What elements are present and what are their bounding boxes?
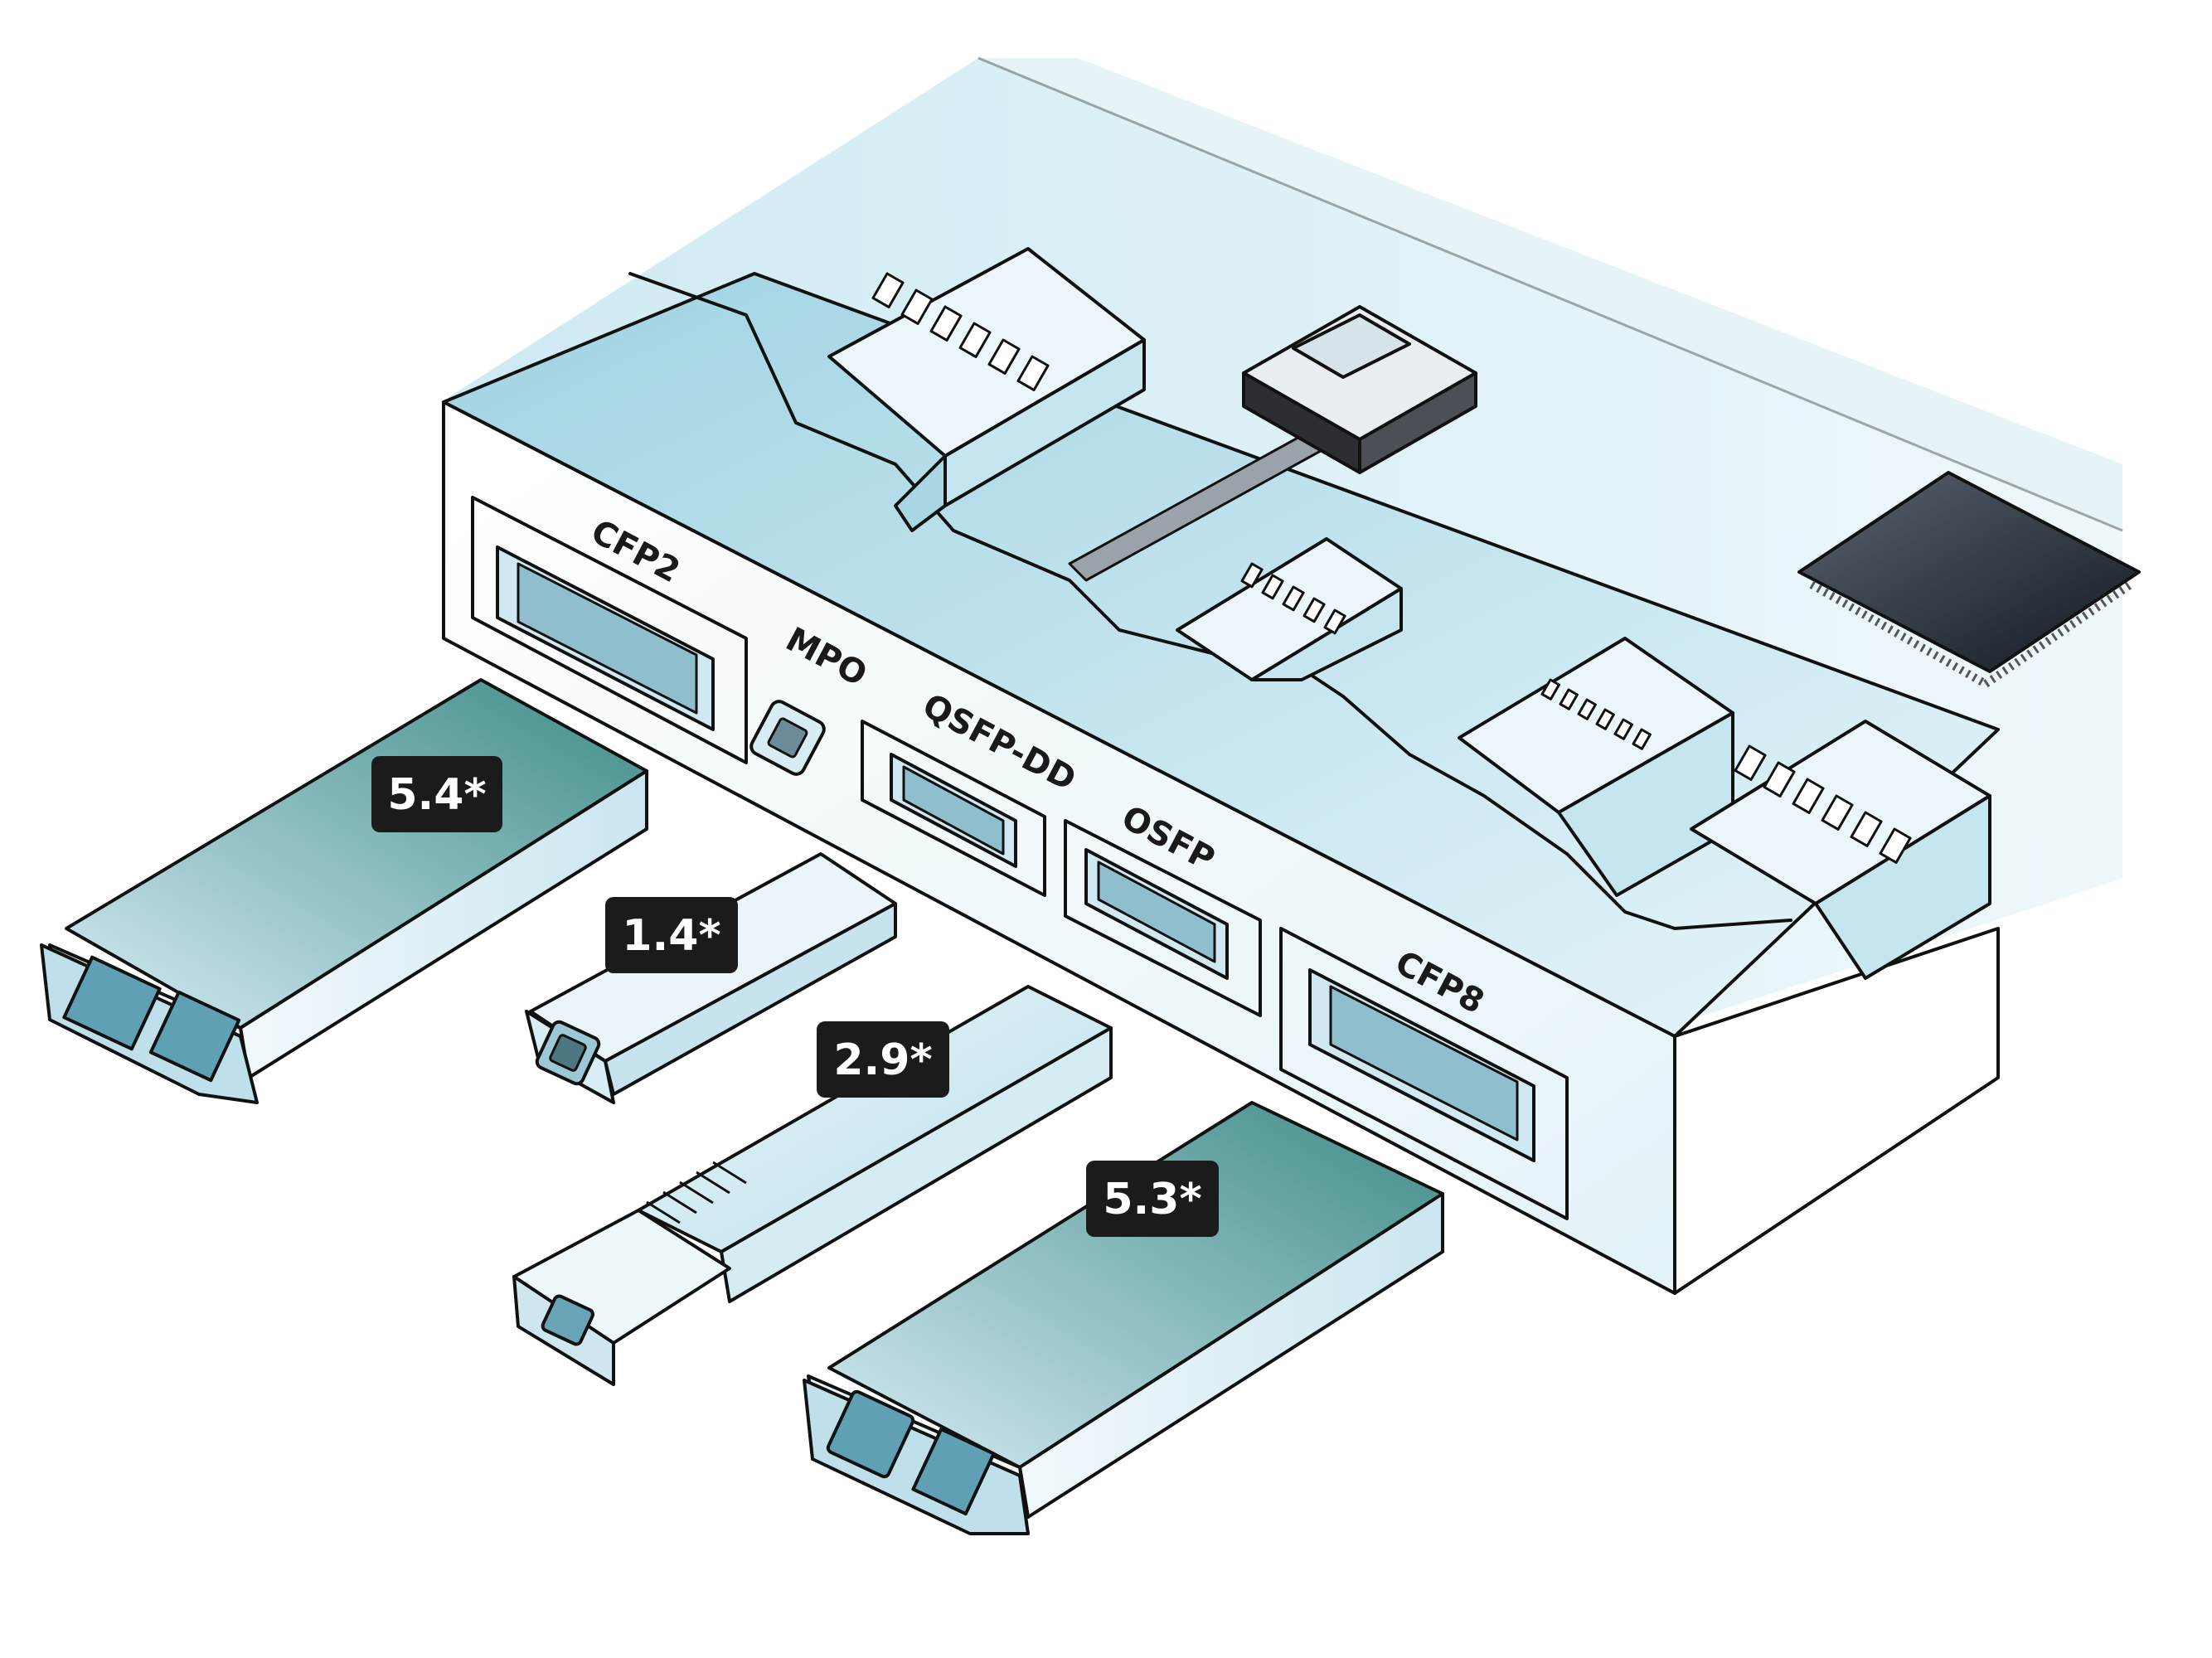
- ic-chip-icon: [1797, 471, 2141, 688]
- contact-pins: [1734, 744, 1912, 864]
- badge-text: 2.9*: [833, 1035, 932, 1085]
- cfp8-module[interactable]: [803, 1101, 1444, 1535]
- rear-cage-2: [1176, 537, 1403, 681]
- contact-pins: [871, 272, 1050, 391]
- qsfp-module[interactable]: [512, 985, 1113, 1386]
- badge-sfp-module: 1.4*: [605, 897, 738, 973]
- port-mpo[interactable]: [749, 699, 827, 778]
- contact-pins: [1540, 678, 1652, 750]
- badge-text: 1.4*: [622, 911, 720, 961]
- port-osfp[interactable]: [1064, 819, 1262, 1017]
- rear-cage-4: [1690, 720, 1991, 980]
- badge-qsfp-module: 2.9*: [817, 1021, 949, 1098]
- port-cfp2[interactable]: [471, 496, 748, 764]
- port-cfp8[interactable]: [1279, 927, 1569, 1220]
- badge-text: 5.4*: [387, 770, 486, 820]
- contact-pins: [1240, 562, 1346, 635]
- badge-cfp8-module: 5.3*: [1086, 1161, 1219, 1237]
- badge-text: 5.3*: [1103, 1175, 1201, 1224]
- rear-cage-3: [1458, 637, 1734, 897]
- badge-cfp2-module: 5.4*: [371, 756, 502, 832]
- rear-cage-1: [827, 247, 1146, 532]
- mpo-connector-icon: [1242, 305, 1477, 474]
- port-qsfp-dd[interactable]: [861, 720, 1046, 897]
